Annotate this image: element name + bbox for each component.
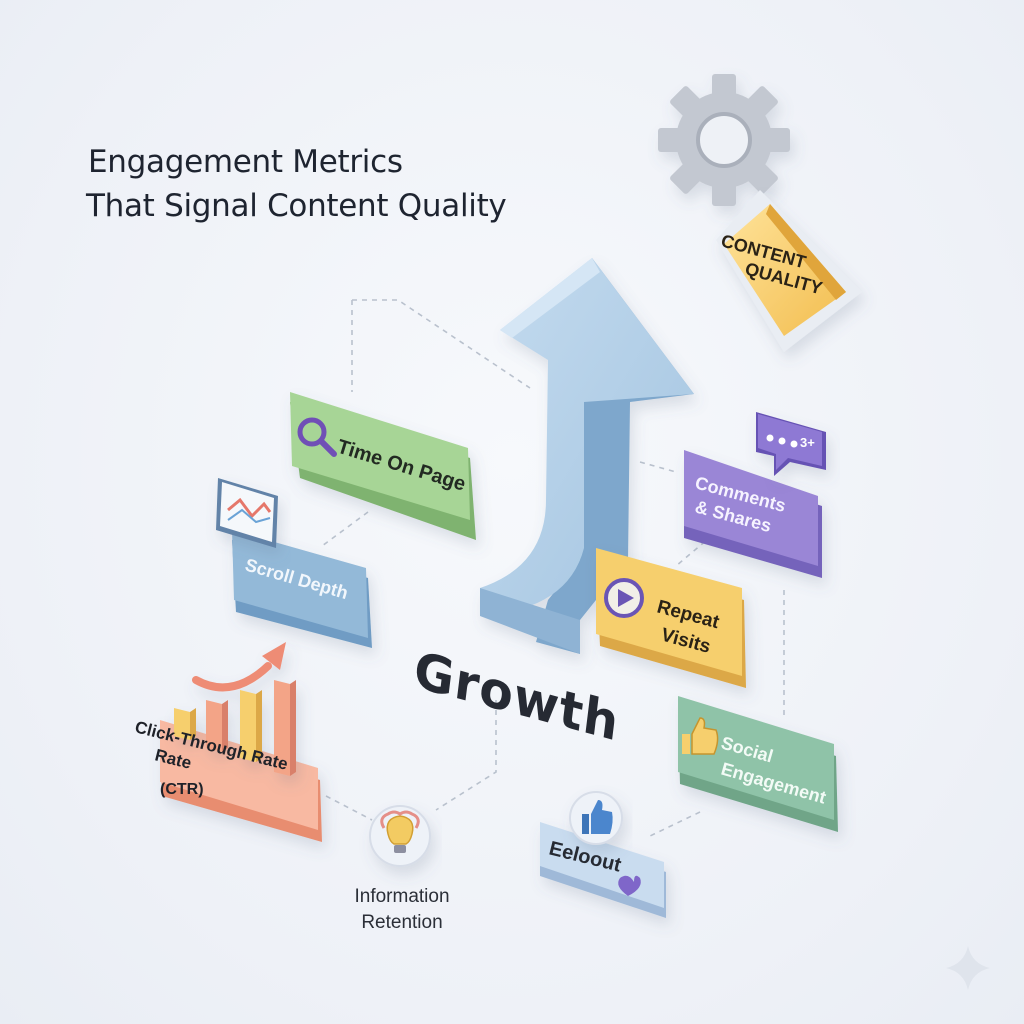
play-icon [604, 578, 644, 618]
comment-count-badge: 3+ [800, 435, 815, 450]
growth-arrow [480, 258, 694, 654]
repeat-visits-card: Repeat Visits [596, 548, 746, 688]
scroll-depth-card: Scroll Depth [232, 530, 372, 648]
thumbs-up-bubble [569, 791, 623, 845]
chat-bubble-icon: 3+ [756, 412, 826, 476]
heart-icon [618, 875, 641, 896]
retention-line1: Information [354, 886, 450, 907]
thumbs-up-icon [682, 717, 719, 755]
brain-lightbulb-icon [369, 805, 431, 867]
bar-chart-icon [174, 642, 296, 776]
gear-icon [658, 74, 790, 206]
magnifier-icon [297, 417, 337, 457]
social-engagement-card: Social Engagement [678, 696, 838, 832]
title-line2: That Signal Content Quality [86, 188, 507, 224]
title-line1: Engagement Metrics [88, 144, 403, 180]
ctr-card [160, 720, 322, 842]
page-title: Engagement Metrics That Signal Content Q… [86, 140, 507, 228]
sparkle-icon [946, 946, 990, 990]
comments-shares-card: Comments & Shares [684, 450, 822, 578]
information-retention-label: Information Retention [330, 884, 474, 936]
content-quality-badge: CONTENT QUALITY [716, 190, 862, 352]
retention-line2: Retention [361, 912, 443, 933]
ctr-line3: (CTR) [160, 781, 204, 798]
line-chart-icon [216, 478, 278, 548]
time-on-page-card: Time On Page [290, 392, 476, 540]
